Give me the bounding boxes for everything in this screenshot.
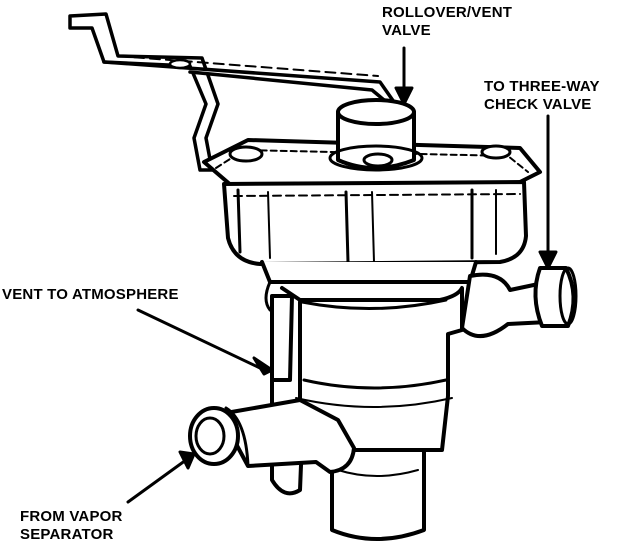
rollover-vent-dome <box>228 98 512 172</box>
label-rollover-vent-line2: VALVE <box>382 22 431 39</box>
bottom-stem <box>330 450 426 541</box>
arrow-head-icon <box>394 86 414 106</box>
three-way-outlet-pipe <box>460 266 578 338</box>
label-vapor-separator-line1: FROM VAPOR <box>20 508 123 525</box>
ribbed-cap <box>222 180 528 266</box>
label-vent-to-atmosphere: VENT TO ATMOSPHERE <box>2 286 179 304</box>
arrow-head-icon <box>538 250 558 270</box>
arrow-head-icon <box>178 450 196 470</box>
leader-arrows <box>126 46 558 504</box>
label-rollover-vent-valve: ROLLOVER/VENT VALVE <box>382 4 512 40</box>
label-from-vapor-separator: FROM VAPOR SEPARATOR <box>20 508 123 544</box>
label-rollover-vent-line1: ROLLOVER/VENT <box>382 4 513 21</box>
label-three-way-line2: CHECK VALVE <box>484 96 592 113</box>
label-vent-atmosphere-line1: VENT TO ATMOSPHERE <box>2 286 179 303</box>
label-vapor-separator-line2: SEPARATOR <box>20 526 114 543</box>
arrow-head-icon <box>252 356 274 376</box>
label-three-way-check-valve: TO THREE-WAY CHECK VALVE <box>484 78 600 114</box>
label-three-way-line1: TO THREE-WAY <box>484 78 600 95</box>
vapor-inlet-pipe <box>188 398 356 474</box>
